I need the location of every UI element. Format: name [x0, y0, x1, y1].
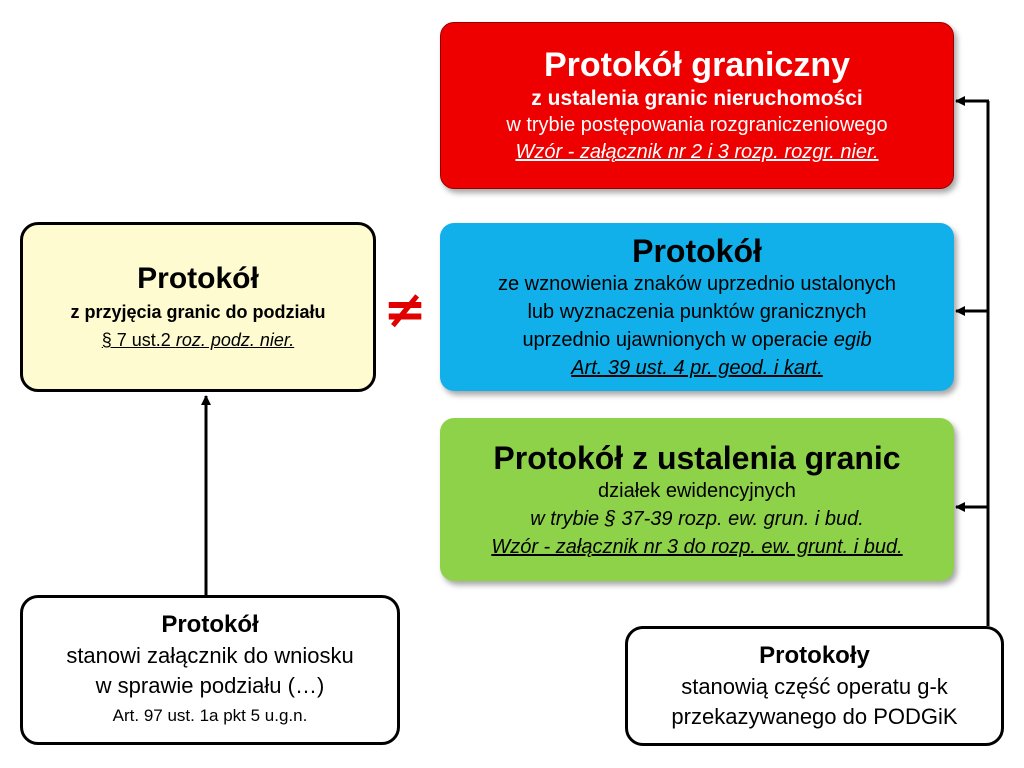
division-protocol-law-act: roz. podz. nier.	[175, 330, 295, 350]
division-protocol-subtitle: z przyjęcia granic do podziału	[70, 302, 326, 322]
parcel-boundary-protocol-title: Protokół z ustalenia granic	[493, 439, 901, 476]
survey-operat-line-1: stanowią część operatu g-k	[681, 674, 948, 699]
renewal-protocol-line-1: ze wznowienia znaków uprzednio ustalonyc…	[497, 273, 896, 295]
parcel-boundary-protocol-subtitle: działek ewidencyjnych	[598, 479, 796, 502]
application-attachment-line-2: w sprawie podziału (…)	[95, 673, 325, 698]
not-equal-icon: ≠	[383, 280, 427, 340]
application-attachment-line-1: stanowi załącznik do wniosku	[66, 643, 354, 668]
application-attachment-box: Protokół stanowi załącznik do wniosku w …	[20, 595, 400, 745]
renewal-protocol-title: Protokół	[632, 233, 762, 269]
division-protocol-title: Protokół	[137, 262, 259, 295]
division-protocol-law-paragraph: § 7 ust.2	[101, 330, 176, 350]
boundary-protocol-subtitle: z ustalenia granic nieruchomości	[531, 87, 863, 110]
division-protocol-box: Protokół z przyjęcia granic do podziału …	[20, 222, 376, 392]
survey-operat-line-2: przekazywanego do PODGiK	[671, 704, 958, 729]
renewal-protocol-line-3-text: uprzednio ujawnionych w operacie	[522, 329, 834, 351]
renewal-protocol-line-2: lub wyznaczenia punktów granicznych	[527, 301, 867, 323]
renewal-protocol-box: Protokół ze wznowienia znaków uprzednio …	[440, 223, 954, 391]
renewal-protocol-line-3: uprzednio ujawnionych w operacie egib	[522, 326, 871, 354]
boundary-protocol-box: Protokół graniczny z ustalenia granic ni…	[440, 22, 954, 189]
survey-operat-title: Protokoły	[759, 642, 870, 669]
parcel-boundary-protocol-box: Protokół z ustalenia granic działek ewid…	[440, 418, 954, 581]
application-attachment-title: Protokół	[161, 611, 259, 638]
renewal-protocol-egib: egib	[833, 329, 872, 351]
division-protocol-law-ref: § 7 ust.2 roz. podz. nier.	[102, 326, 294, 354]
boundary-protocol-title: Protokół graniczny	[543, 46, 851, 84]
boundary-protocol-template-ref: Wzór - załącznik nr 2 i 3 rozp. rozgr. n…	[515, 141, 879, 163]
parcel-boundary-protocol-template-ref: Wzór - załącznik nr 3 do rozp. ew. grunt…	[491, 535, 903, 558]
parcel-boundary-protocol-procedure: w trybie § 37-39 rozp. ew. grun. i bud.	[530, 507, 864, 530]
survey-operat-box: Protokoły stanowią część operatu g-k prz…	[625, 626, 1004, 746]
application-attachment-law-ref: Art. 97 ust. 1a pkt 5 u.g.n.	[112, 706, 308, 725]
boundary-protocol-procedure: w trybie postępowania rozgraniczeniowego	[506, 114, 888, 136]
renewal-protocol-law-ref: Art. 39 ust. 4 pr. geod. i kart.	[571, 357, 823, 379]
